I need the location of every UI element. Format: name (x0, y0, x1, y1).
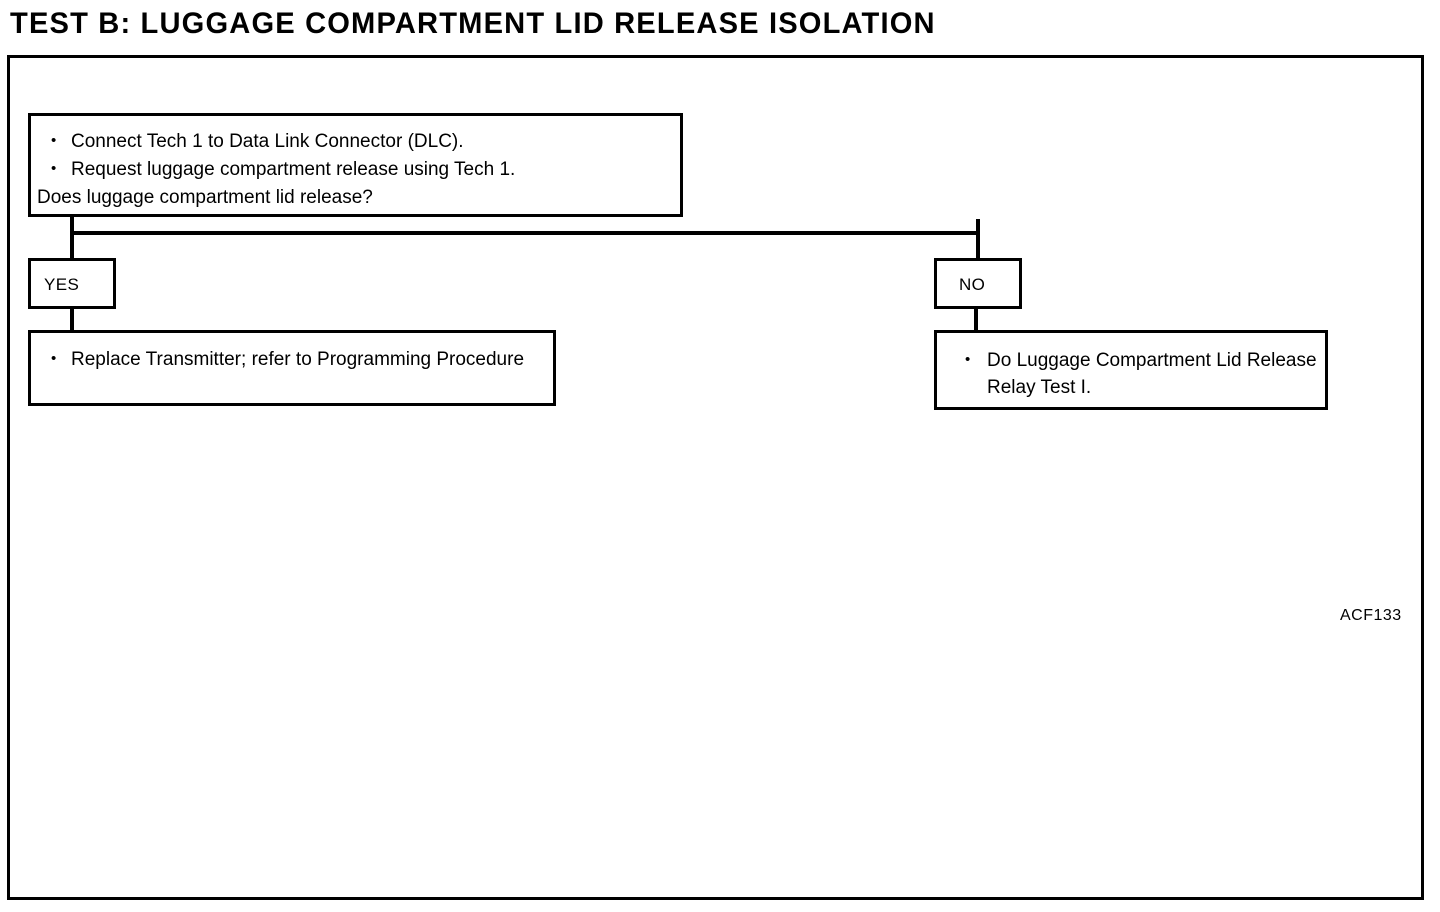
connector-no-to-result (974, 308, 978, 332)
no-result-bullet: Do Luggage Compartment Lid Release Relay… (943, 346, 1317, 401)
question-prompt: Does luggage compartment lid release? (37, 187, 373, 208)
connector-bus-riser-no (976, 219, 980, 235)
yes-result-bullet: Replace Transmitter; refer to Programmin… (37, 345, 545, 373)
question-bullet: Request luggage compartment release usin… (37, 155, 670, 183)
connector-bus-to-yes (70, 231, 74, 260)
question-bullet: Connect Tech 1 to Data Link Connector (D… (37, 127, 670, 155)
yes-result-bullet-list: Replace Transmitter; refer to Programmin… (37, 345, 545, 373)
branch-box-yes: YES (28, 258, 116, 309)
result-box-yes: Replace Transmitter; refer to Programmin… (28, 330, 556, 406)
result-box-no: Do Luggage Compartment Lid Release Relay… (934, 330, 1328, 410)
question-box: Connect Tech 1 to Data Link Connector (D… (28, 113, 683, 217)
no-result-bullet-list: Do Luggage Compartment Lid Release Relay… (943, 346, 1317, 401)
connector-bus-to-no (976, 231, 980, 260)
connector-horizontal-bus (70, 231, 980, 235)
connector-yes-to-result (70, 308, 74, 332)
branch-box-no: NO (934, 258, 1022, 309)
page-title: TEST B: LUGGAGE COMPARTMENT LID RELEASE … (10, 7, 936, 40)
branch-label-no: NO (959, 275, 986, 294)
question-bullet-list: Connect Tech 1 to Data Link Connector (D… (37, 127, 670, 183)
diagram-frame (7, 55, 1424, 900)
connector-question-to-bus (70, 217, 74, 237)
branch-label-yes: YES (44, 275, 80, 294)
figure-reference-code: ACF133 (1340, 607, 1402, 624)
